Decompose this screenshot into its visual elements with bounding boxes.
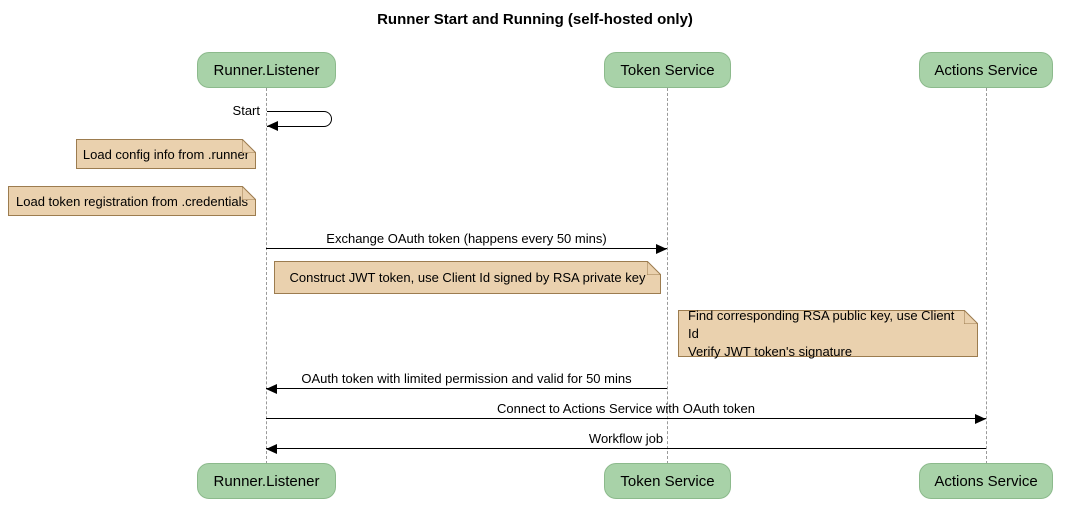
arrowhead-right-icon xyxy=(656,244,667,254)
arrowhead-left-icon xyxy=(266,384,277,394)
diagram-title: Runner Start and Running (self-hosted on… xyxy=(377,11,693,28)
note-construct-jwt: Construct JWT token, use Client Id signe… xyxy=(274,261,661,294)
participant-token-service-top: Token Service xyxy=(604,52,731,88)
arrowhead-left-icon xyxy=(266,444,277,454)
arrowhead-right-icon xyxy=(975,414,986,424)
message-workflow-job: Workflow job xyxy=(266,428,986,454)
message-exchange-oauth-token-label: Exchange OAuth token (happens every 50 m… xyxy=(326,231,607,246)
message-connect-actions-service: Connect to Actions Service with OAuth to… xyxy=(266,398,986,424)
participant-actions-service-top: Actions Service xyxy=(919,52,1053,88)
lifeline-token-service xyxy=(667,88,668,464)
note-fold-icon xyxy=(242,139,256,153)
note-verify-jwt: Find corresponding RSA public key, use C… xyxy=(678,308,978,359)
message-oauth-token-response: OAuth token with limited permission and … xyxy=(266,368,667,394)
message-start-label: Start xyxy=(232,103,260,118)
note-fold-icon xyxy=(647,261,661,275)
participant-runner-listener-top: Runner.Listener xyxy=(197,52,336,88)
message-oauth-token-response-label: OAuth token with limited permission and … xyxy=(301,371,632,386)
message-connect-actions-service-label: Connect to Actions Service with OAuth to… xyxy=(497,401,755,416)
participant-runner-listener-bottom: Runner.Listener xyxy=(197,463,336,499)
lifeline-runner-listener xyxy=(266,88,267,464)
note-load-config-text: Load config info from .runner xyxy=(82,146,250,162)
note-fold-icon xyxy=(964,310,978,324)
arrowhead-left-icon xyxy=(267,121,278,131)
participant-actions-service-bottom: Actions Service xyxy=(919,463,1053,499)
note-verify-jwt-text: Find corresponding RSA public key, use C… xyxy=(688,307,955,359)
message-start-selfloop xyxy=(267,111,332,127)
note-load-token-registration: Load token registration from .credential… xyxy=(8,186,256,216)
participant-token-service-bottom: Token Service xyxy=(604,463,731,499)
lifeline-actions-service xyxy=(986,88,987,464)
message-exchange-oauth-token: Exchange OAuth token (happens every 50 m… xyxy=(266,228,667,254)
note-fold-icon xyxy=(242,186,256,200)
note-load-config: Load config info from .runner xyxy=(76,139,256,169)
note-construct-jwt-text: Construct JWT token, use Client Id signe… xyxy=(289,270,646,285)
note-load-token-registration-text: Load token registration from .credential… xyxy=(16,193,248,209)
message-workflow-job-label: Workflow job xyxy=(588,431,664,446)
